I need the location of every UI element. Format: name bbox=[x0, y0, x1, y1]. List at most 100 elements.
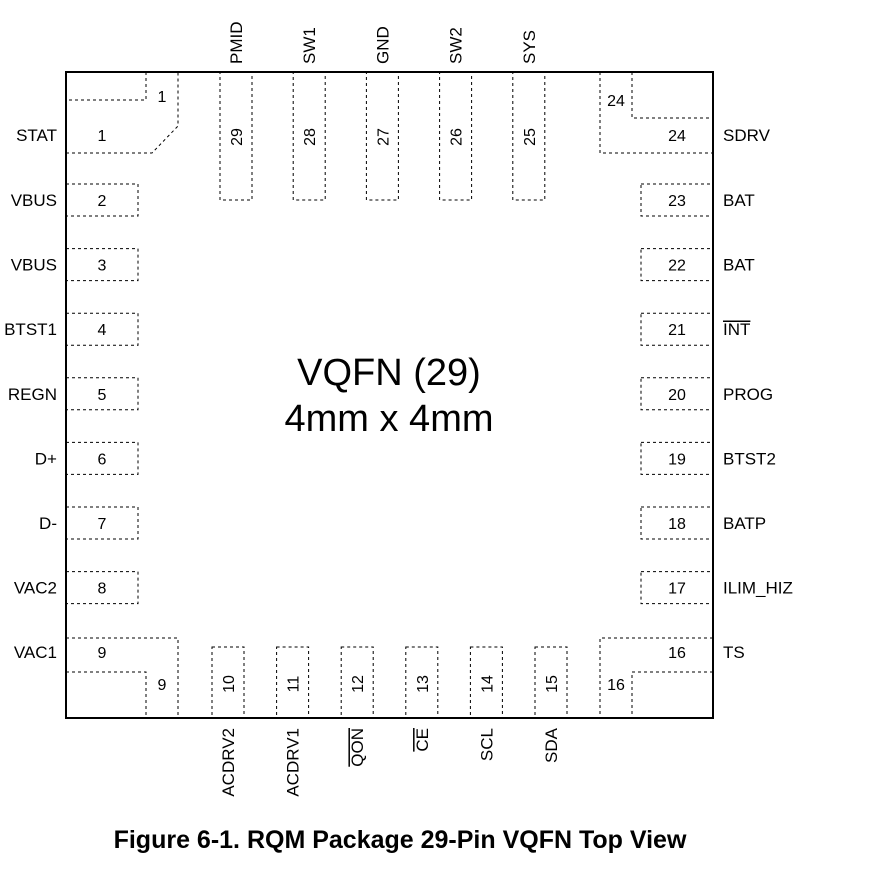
pin-label-12: QON bbox=[348, 728, 367, 767]
corner-notch-bottom-left bbox=[66, 671, 147, 718]
pin-number-2: 2 bbox=[98, 193, 107, 210]
pin-pad-11 bbox=[276, 646, 310, 719]
pin-pad-7 bbox=[65, 506, 139, 540]
pin-number-3: 3 bbox=[98, 258, 107, 275]
pin-number-6: 6 bbox=[98, 451, 107, 468]
pin-number-17: 17 bbox=[668, 581, 686, 598]
pin-label-18: BATP bbox=[723, 514, 766, 533]
pin-label-15: SDA bbox=[542, 727, 561, 763]
pin-label-23: BAT bbox=[723, 191, 755, 210]
corner-notch-top-right bbox=[631, 72, 713, 119]
pin-pad-20 bbox=[640, 377, 714, 411]
pin-pad-28 bbox=[292, 71, 326, 201]
pin-number-8: 8 bbox=[98, 581, 107, 598]
pin-label-9: VAC1 bbox=[14, 643, 57, 662]
pin-label-7: D- bbox=[39, 514, 57, 533]
pin-label-11: ACDRV1 bbox=[284, 728, 303, 797]
package-size: 4mm x 4mm bbox=[285, 398, 494, 440]
package-outline bbox=[65, 71, 714, 719]
pin-pad-29 bbox=[219, 71, 253, 201]
pin-number-28: 28 bbox=[302, 128, 319, 146]
corner-num-bottom-left: 9 bbox=[158, 677, 167, 694]
pin-number-24: 24 bbox=[668, 128, 686, 145]
pin-pad-23 bbox=[640, 183, 714, 217]
pin-number-25: 25 bbox=[522, 128, 539, 146]
pin-number-9: 9 bbox=[98, 645, 107, 662]
pin-label-14: SCL bbox=[477, 728, 496, 761]
pin-label-6: D+ bbox=[35, 449, 57, 468]
pin-label-1: STAT bbox=[16, 126, 57, 145]
pin-number-15: 15 bbox=[544, 675, 561, 693]
pin-label-29: PMID bbox=[227, 22, 246, 65]
corner-pad-top-right bbox=[599, 72, 713, 154]
pin-label-3: VBUS bbox=[11, 256, 57, 275]
pin-pad-22 bbox=[640, 248, 714, 282]
pin-label-19: BTST2 bbox=[723, 449, 776, 468]
pin-number-21: 21 bbox=[668, 322, 686, 339]
corner-num-bottom-right: 16 bbox=[607, 677, 625, 694]
corner-pad-bottom-left bbox=[66, 637, 179, 718]
pin-pad-5 bbox=[65, 377, 139, 411]
pin-number-26: 26 bbox=[449, 128, 466, 146]
pin-number-22: 22 bbox=[668, 258, 686, 275]
figure-caption: Figure 6-1. RQM Package 29-Pin VQFN Top … bbox=[114, 826, 687, 854]
pin-label-17: ILIM_HIZ bbox=[723, 579, 793, 598]
pin-number-27: 27 bbox=[375, 128, 392, 146]
pin-label-16: TS bbox=[723, 643, 745, 662]
pin-label-8: VAC2 bbox=[14, 579, 57, 598]
pin-pad-14 bbox=[469, 646, 503, 719]
pin-number-19: 19 bbox=[668, 451, 686, 468]
pin-number-11: 11 bbox=[286, 676, 303, 693]
pin-pad-21 bbox=[640, 312, 714, 346]
pin-number-13: 13 bbox=[415, 675, 432, 693]
pin-pad-12 bbox=[340, 646, 374, 719]
pin-pad-6 bbox=[65, 441, 139, 475]
pin-number-10: 10 bbox=[221, 675, 238, 693]
pin-pad-25 bbox=[512, 71, 546, 201]
pin-pad-4 bbox=[65, 312, 139, 346]
corner-num-top-left: 1 bbox=[158, 89, 167, 106]
pin-label-27: GND bbox=[373, 26, 392, 64]
corner-notch-bottom-right bbox=[631, 671, 713, 718]
pin-number-1: 1 bbox=[98, 128, 107, 145]
pin-number-4: 4 bbox=[98, 322, 107, 339]
pin-number-29: 29 bbox=[229, 128, 246, 146]
pin-number-12: 12 bbox=[350, 675, 367, 693]
pin-pad-2 bbox=[65, 183, 139, 217]
corner-pad-top-left bbox=[66, 72, 179, 154]
pin-label-25: SYS bbox=[520, 30, 539, 64]
corner-pad-bottom-right bbox=[599, 637, 713, 718]
pin-pad-18 bbox=[640, 506, 714, 540]
pin-pad-8 bbox=[65, 571, 139, 605]
pin-label-26: SW2 bbox=[447, 27, 466, 64]
pin-pad-27 bbox=[365, 71, 399, 201]
pin-label-13: CE bbox=[413, 728, 432, 752]
package-name: VQFN (29) bbox=[297, 352, 481, 394]
pin-number-18: 18 bbox=[668, 516, 686, 533]
pin-label-10: ACDRV2 bbox=[219, 728, 238, 797]
corner-notch-top-left bbox=[66, 72, 147, 101]
pin-pad-3 bbox=[65, 248, 139, 282]
pin-number-14: 14 bbox=[479, 675, 496, 693]
pin-label-21: INT bbox=[723, 320, 750, 339]
pin-label-4: BTST1 bbox=[4, 320, 57, 339]
pin-pad-26 bbox=[439, 71, 473, 201]
pin-label-28: SW1 bbox=[300, 27, 319, 64]
pin-number-7: 7 bbox=[98, 516, 107, 533]
pin-label-20: PROG bbox=[723, 385, 773, 404]
pin-pad-13 bbox=[405, 646, 439, 719]
pin-number-20: 20 bbox=[668, 387, 686, 404]
corner-num-top-right: 24 bbox=[607, 93, 625, 110]
pin-pad-15 bbox=[534, 646, 568, 719]
pin-number-16: 16 bbox=[668, 645, 686, 662]
pin-pad-19 bbox=[640, 441, 714, 475]
pins-layer: 1STAT2VBUS3VBUS4BTST15REGN6D+7D-8VAC29VA… bbox=[4, 22, 793, 797]
pin-pad-10 bbox=[211, 646, 245, 719]
pin-label-24: SDRV bbox=[723, 126, 771, 145]
pin-label-2: VBUS bbox=[11, 191, 57, 210]
pin-number-5: 5 bbox=[98, 387, 107, 404]
pin-label-22: BAT bbox=[723, 256, 755, 275]
pin-pad-17 bbox=[640, 571, 714, 605]
pin-label-5: REGN bbox=[8, 385, 57, 404]
